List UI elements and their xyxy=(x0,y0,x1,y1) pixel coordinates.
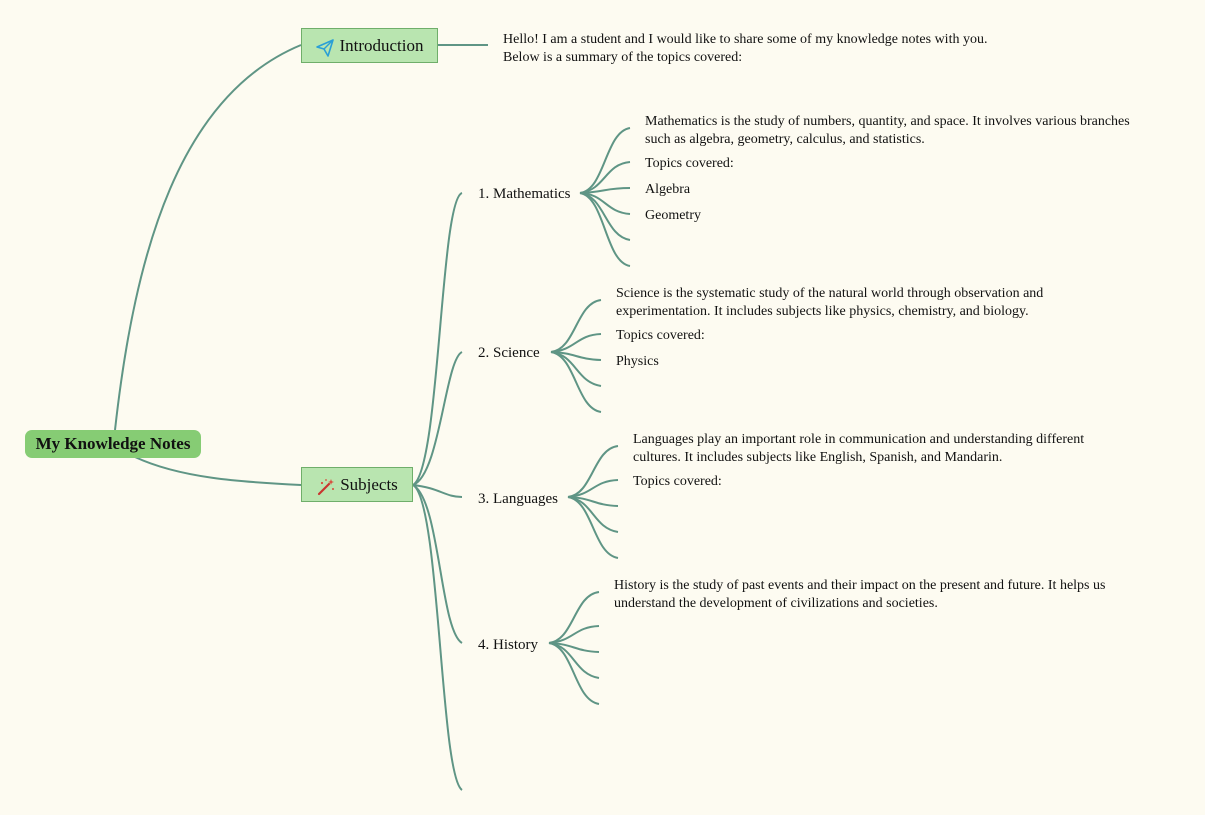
edge-science-topics xyxy=(550,333,602,353)
description-line: cultures. It includes subjects like Engl… xyxy=(633,450,1003,464)
subtopic-history[interactable]: 4. History xyxy=(478,637,538,653)
description-line: understand the development of civilizati… xyxy=(614,596,938,611)
edge-science-empty-2 xyxy=(550,351,602,413)
edge-subjects-empty xyxy=(412,484,463,791)
mathematics-description[interactable]: Mathematics is the study of numbers, qua… xyxy=(645,113,1145,146)
subtopic-languages[interactable]: 3. Languages xyxy=(478,491,558,507)
subtopic-science[interactable]: 2. Science xyxy=(478,345,540,361)
description-line: Mathematics is the study of numbers, qua… xyxy=(645,114,1130,129)
topic-subjects[interactable]: Subjects xyxy=(301,467,413,502)
edge-root-introduction xyxy=(114,44,302,431)
science-description[interactable]: Science is the systematic study of the n… xyxy=(616,285,1136,318)
magic-wand-icon xyxy=(316,475,336,495)
root-node[interactable]: My Knowledge Notes xyxy=(25,430,201,458)
edge-math-empty-1 xyxy=(579,192,631,241)
introduction-line: Below is a summary of the topics covered… xyxy=(503,50,743,64)
mathematics-topics-label[interactable]: Topics covered: xyxy=(645,156,734,171)
edge-subjects-history xyxy=(412,484,463,644)
mathematics-topic-geometry[interactable]: Geometry xyxy=(645,208,701,223)
edge-math-desc xyxy=(579,127,631,194)
science-topics-label[interactable]: Topics covered: xyxy=(616,328,705,343)
edge-history-empty-1 xyxy=(548,625,600,644)
paper-plane-icon xyxy=(315,36,335,57)
edge-history-empty-4 xyxy=(548,642,600,705)
edge-languages-topics xyxy=(567,479,619,498)
topic-introduction[interactable]: Introduction xyxy=(301,28,438,63)
science-topic-physics[interactable]: Physics xyxy=(616,354,659,369)
languages-description[interactable]: Languages play an important role in comm… xyxy=(633,431,1153,464)
edge-subjects-languages xyxy=(412,484,463,498)
edge-math-empty-2 xyxy=(579,192,631,267)
introduction-text[interactable]: Hello! I am a student and I would like t… xyxy=(503,31,1063,64)
history-description[interactable]: History is the study of past events and … xyxy=(614,577,1174,613)
topic-subjects-label: Subjects xyxy=(340,475,398,494)
topic-introduction-label: Introduction xyxy=(339,36,424,55)
introduction-line: Hello! I am a student and I would like t… xyxy=(503,32,988,47)
description-line: experimentation. It includes subjects li… xyxy=(616,304,1029,318)
mathematics-topic-algebra[interactable]: Algebra xyxy=(645,182,691,197)
edge-root-subjects xyxy=(134,456,302,486)
subtopic-mathematics[interactable]: 1. Mathematics xyxy=(478,186,571,202)
description-line: such as algebra, geometry, calculus, and… xyxy=(645,132,925,146)
edge-math-topics xyxy=(579,161,631,194)
description-line: Science is the systematic study of the n… xyxy=(616,286,1044,301)
edge-history-desc xyxy=(548,591,600,644)
description-line: Languages play an important role in comm… xyxy=(633,432,1085,447)
edge-languages-desc xyxy=(567,445,619,498)
description-line: History is the study of past events and … xyxy=(614,578,1106,593)
edge-science-desc xyxy=(550,299,602,353)
edge-subjects-mathematics xyxy=(412,192,463,486)
languages-topics-label[interactable]: Topics covered: xyxy=(633,474,722,489)
edge-subjects-science xyxy=(412,351,463,486)
edge-languages-empty-3 xyxy=(567,496,619,559)
